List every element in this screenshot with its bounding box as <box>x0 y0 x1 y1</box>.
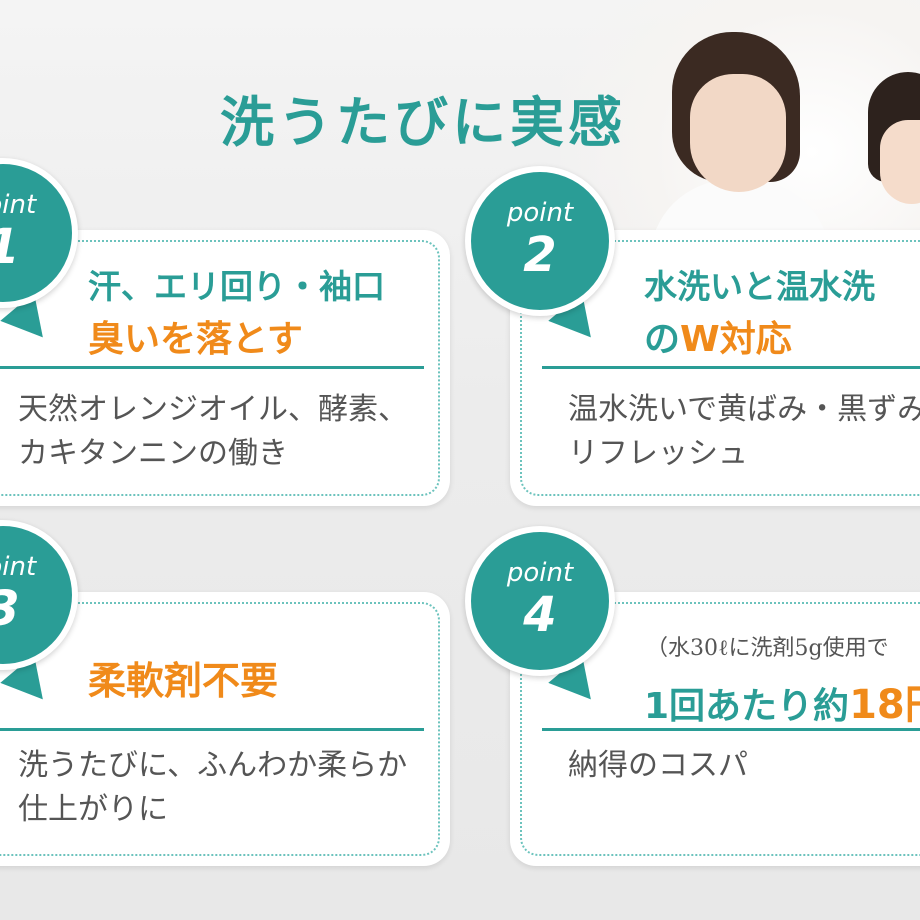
badge-number: 2 <box>523 227 557 283</box>
card-description: 納得のコスパ <box>568 748 748 783</box>
card-divider <box>542 728 920 731</box>
card-divider <box>0 728 424 731</box>
card-description: 温水洗いで黄ばみ・黒ずみをリフレッシュ <box>568 392 920 471</box>
point-card-4: （水30ℓに洗剤5g使用で 1回あたり約18円 納得のコスパ <box>510 592 920 866</box>
card-title-line1: 汗、エリ回り・袖口 <box>88 267 385 306</box>
card-title-accent: 18円 <box>849 682 920 728</box>
badge-label: point <box>0 552 37 582</box>
card-title-line1: 水洗いと温水洗 <box>644 267 875 306</box>
card-title-line2: のW対応 <box>644 310 792 362</box>
card-title: 1回あたり約18円 <box>644 672 920 730</box>
badge-number: 4 <box>523 587 557 643</box>
point-card-2: 水洗いと温水洗 のW対応 温水洗いで黄ばみ・黒ずみをリフレッシュ <box>510 230 920 506</box>
card-title-prefix: の <box>644 319 681 360</box>
headline: 洗うたびに実感 <box>220 90 626 154</box>
point-card-1: 汗、エリ回り・袖口 臭いを落とす 天然オレンジオイル、酵素、カキタンニンの働き <box>0 230 450 506</box>
badge-label: point <box>506 558 574 588</box>
card-divider <box>542 366 920 369</box>
card-title-prefix: 1回あたり約 <box>644 686 850 727</box>
badge-number: 1 <box>0 222 72 272</box>
card-title-accent: W対応 <box>680 319 792 360</box>
card-description: 洗うたびに、ふんわか柔らか仕上がりに <box>18 748 408 827</box>
card-title-line2: 臭いを落とす <box>88 319 303 360</box>
card-divider <box>0 366 424 369</box>
card-description: 天然オレンジオイル、酵素、カキタンニンの働き <box>18 392 408 471</box>
point-card-3: 柔軟剤不要 洗うたびに、ふんわか柔らか仕上がりに <box>0 592 450 866</box>
badge-number: 3 <box>0 584 72 634</box>
card-note: （水30ℓに洗剤5g使用で <box>646 636 889 661</box>
badge-label: point <box>0 190 37 220</box>
card-title: 柔軟剤不要 <box>88 659 279 703</box>
badge-label: point <box>506 198 574 228</box>
